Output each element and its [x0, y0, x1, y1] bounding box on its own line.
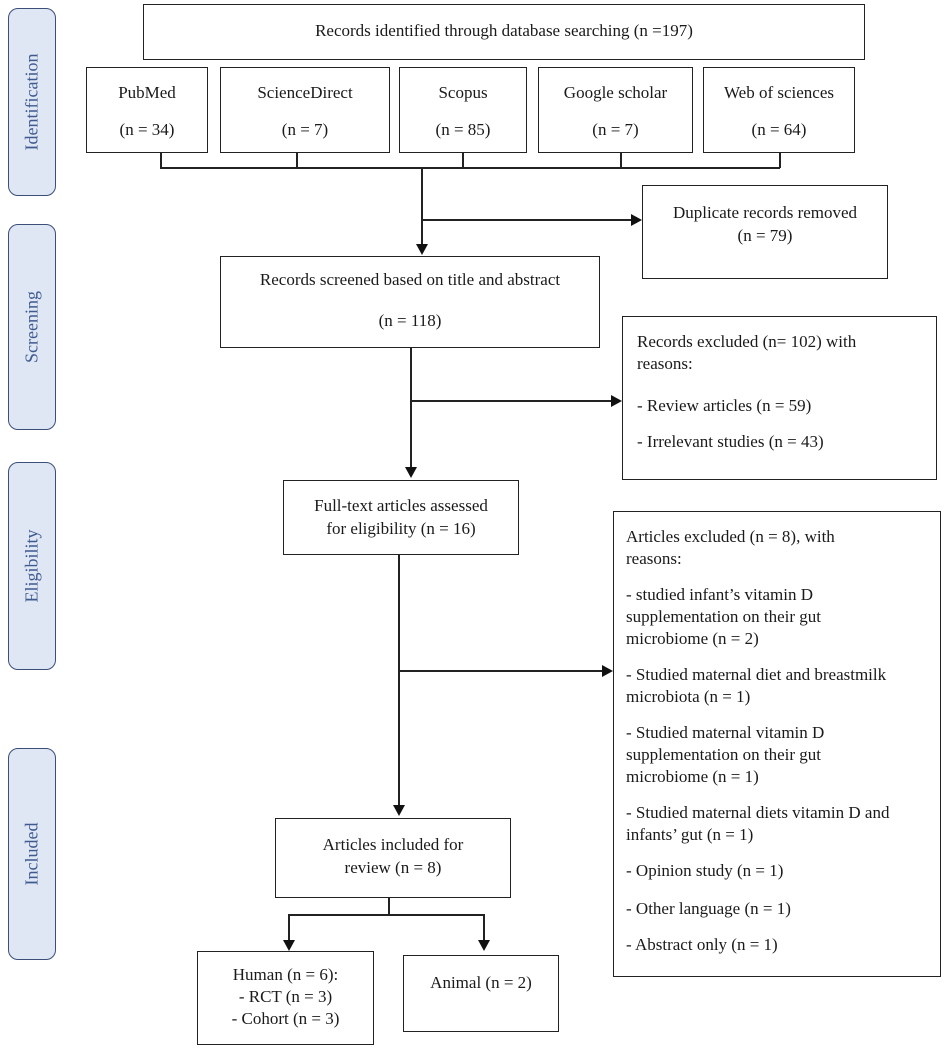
database-name: Google scholar: [563, 83, 668, 102]
stage-screening-label: Screening: [21, 291, 42, 363]
stage-included-label: Included: [21, 822, 42, 886]
connector: [421, 167, 423, 246]
connector: [410, 400, 612, 402]
database-name: PubMed: [118, 83, 176, 102]
connector: [483, 914, 485, 941]
included-line2: review (n = 8): [344, 858, 442, 877]
human-line1: Human (n = 6):: [232, 965, 339, 984]
stage-identification: Identification: [8, 8, 56, 196]
articles-excluded-reason: supplementation on their gut: [626, 607, 821, 626]
database-name: ScienceDirect: [257, 83, 353, 102]
connector: [398, 670, 603, 672]
screened-line1: Records screened based on title and abst…: [259, 270, 561, 289]
articles-excluded-box: Articles excluded (n = 8), with reasons:…: [613, 511, 941, 977]
stage-eligibility-label: Eligibility: [21, 529, 42, 603]
arrow-down: [405, 467, 417, 478]
stage-eligibility: Eligibility: [8, 462, 56, 670]
connector: [620, 153, 622, 168]
connector: [421, 219, 632, 221]
articles-excluded-line2: reasons:: [626, 549, 682, 568]
articles-excluded-reason: - studied infant’s vitamin D: [626, 585, 813, 604]
articles-excluded-reason: microbiota (n = 1): [626, 687, 751, 706]
connector: [462, 153, 464, 168]
arrow-down: [478, 940, 490, 951]
fulltext-line2: for eligibility (n = 16): [326, 519, 476, 538]
database-count: (n = 85): [435, 120, 491, 139]
arrow-right: [631, 214, 642, 226]
records-identified-text: Records identified through database sear…: [315, 21, 693, 40]
articles-excluded-reason: - Opinion study (n = 1): [626, 861, 784, 880]
database-box-scopus: Scopus (n = 85): [399, 67, 527, 153]
stage-screening: Screening: [8, 224, 56, 430]
database-count: (n = 7): [592, 120, 639, 139]
connector: [410, 348, 412, 468]
articles-included-box: Articles included for review (n = 8): [275, 818, 511, 898]
articles-excluded-reason: supplementation on their gut: [626, 745, 821, 764]
fulltext-line1: Full-text articles assessed: [314, 496, 488, 515]
database-box-google-scholar: Google scholar (n = 7): [538, 67, 693, 153]
articles-excluded-reason: - Studied maternal diet and breastmilk: [626, 665, 887, 684]
human-line2: - RCT (n = 3): [238, 987, 333, 1006]
database-count: (n = 7): [281, 120, 329, 139]
connector: [779, 153, 781, 168]
database-count: (n = 34): [119, 120, 175, 139]
human-studies-box: Human (n = 6): - RCT (n = 3) - Cohort (n…: [197, 951, 374, 1045]
connector: [296, 153, 298, 168]
database-count: (n = 64): [751, 120, 807, 139]
screened-line2: (n = 118): [378, 311, 442, 330]
articles-excluded-reason: microbiome (n = 1): [626, 767, 759, 786]
connector: [160, 153, 162, 168]
records-screened-box: Records screened based on title and abst…: [220, 256, 600, 348]
connector: [160, 167, 780, 169]
arrow-down: [416, 244, 428, 255]
database-box-web-of-sciences: Web of sciences (n = 64): [703, 67, 855, 153]
articles-excluded-reason: - Abstract only (n = 1): [626, 935, 778, 954]
fulltext-assessed-box: Full-text articles assessed for eligibil…: [283, 480, 519, 555]
stage-included: Included: [8, 748, 56, 960]
articles-excluded-reason: - Other language (n = 1): [626, 899, 791, 918]
connector: [288, 914, 290, 941]
database-name: Scopus: [438, 83, 488, 102]
records-excluded-reason: - Review articles (n = 59): [637, 396, 812, 415]
animal-studies-box: Animal (n = 2): [403, 955, 559, 1032]
duplicates-removed-box: Duplicate records removed (n = 79): [642, 185, 888, 279]
included-line1: Articles included for: [322, 835, 464, 854]
stage-identification-label: Identification: [21, 53, 42, 151]
database-box-pubmed: PubMed (n = 34): [86, 67, 208, 153]
connector: [398, 555, 400, 806]
records-excluded-reason: - Irrelevant studies (n = 43): [637, 432, 824, 451]
duplicates-line1: Duplicate records removed: [672, 203, 858, 222]
connector: [288, 914, 484, 916]
arrow-down: [283, 940, 295, 951]
articles-excluded-reason: - Studied maternal diets vitamin D and: [626, 803, 890, 822]
database-box-sciencedirect: ScienceDirect (n = 7): [220, 67, 390, 153]
duplicates-line2: (n = 79): [737, 226, 793, 245]
articles-excluded-reason: infants’ gut (n = 1): [626, 825, 754, 844]
arrow-down: [393, 805, 405, 816]
records-excluded-line2: reasons:: [637, 354, 693, 373]
connector: [388, 898, 390, 915]
articles-excluded-reason: - Studied maternal vitamin D: [626, 723, 825, 742]
records-identified-box: Records identified through database sear…: [143, 4, 865, 60]
articles-excluded-line1: Articles excluded (n = 8), with: [626, 527, 835, 546]
articles-excluded-reason: microbiome (n = 2): [626, 629, 759, 648]
arrow-right: [602, 665, 613, 677]
records-excluded-box: Records excluded (n= 102) with reasons: …: [622, 316, 937, 480]
arrow-right: [611, 395, 622, 407]
records-excluded-line1: Records excluded (n= 102) with: [637, 332, 857, 351]
animal-text: Animal (n = 2): [430, 973, 532, 992]
human-line3: - Cohort (n = 3): [231, 1009, 340, 1028]
database-name: Web of sciences: [723, 83, 835, 102]
